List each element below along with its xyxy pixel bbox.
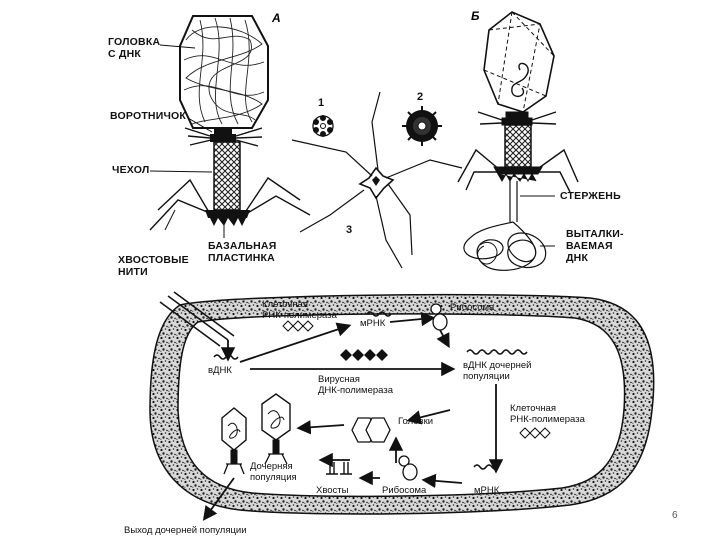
label-viral-dna-pol: Вирусная ДНК-полимераза [318,374,393,396]
view-3-illustration [291,91,463,269]
label-mrna-2: мРНК [474,485,500,496]
label-ejected-dna-line3: ДНК [566,252,589,264]
label-exit: Выход дочерней популяции [124,525,247,536]
label-tail-fibers-line2: НИТИ [118,266,148,278]
view-1-number: 1 [318,97,325,109]
label-vdna-daughter-line1: вДНК дочерней [463,360,532,371]
view-2-illustration [402,106,442,146]
label-viral-dna-pol-line1: Вирусная [318,374,360,385]
label-ejected-dna-line2: ВАЕМАЯ [566,240,613,252]
label-head-dna: ГОЛОВКА С ДНК [108,36,160,60]
label-base-plate: БАЗАЛЬНАЯ ПЛАСТИНКА [208,240,276,264]
label-cell-rna-pol-2-line2: РНК-полимераза [510,414,585,425]
label-daughter-pop: Дочерняя популяция [250,461,297,483]
label-cell-rna-pol-1-line1: Клеточная [262,299,308,310]
daughter-phages [221,393,291,475]
view-1-illustration [312,115,334,137]
label-ejected-dna: ВЫТАЛКИ- ВАЕМАЯ ДНК [566,228,624,264]
label-cell-rna-pol-2: Клеточная РНК-полимераза [510,403,585,425]
label-cell-rna-pol-1: Клеточная РНК-полимераза [262,299,337,321]
label-rod: СТЕРЖЕНЬ [560,190,621,202]
label-head-dna-line2: С ДНК [108,48,141,60]
label-sheath: ЧЕХОЛ [112,164,150,176]
label-ejected-dna-line1: ВЫТАЛКИ- [566,228,624,240]
phage-b-illustration [457,11,579,271]
label-daughter-pop-line1: Дочерняя [250,461,293,472]
label-heads: Головки [398,416,434,427]
label-tail-fibers: ХВОСТОВЫЕ НИТИ [118,254,189,278]
label-head-dna-line1: ГОЛОВКА [108,36,161,48]
view-2-number: 2 [417,91,424,103]
label-tail-fibers-line1: ХВОСТОВЫЕ [118,254,189,266]
label-cell-rna-pol-1-line2: РНК-полимераза [262,310,337,321]
label-base-plate-line2: ПЛАСТИНКА [208,252,275,264]
label-vdna-daughter-line2: популяции [463,371,510,382]
label-ribosome-1: Рибосома [450,302,495,313]
label-tails: Хвосты [316,485,349,496]
phage-a-illustration [149,15,311,231]
page-number: 6 [672,510,678,521]
label-mrna-1: мРНК [360,318,386,329]
label-collar: ВОРОТНИЧОК [110,110,187,122]
label-vdna-daughter: вДНК дочерней популяции [463,360,532,382]
label-vdna: вДНК [208,365,232,376]
tag-a-text: А [271,11,281,25]
label-daughter-pop-line2: популяция [250,472,297,483]
label-ribosome-2: Рибосома [382,485,427,496]
label-cell-rna-pol-2-line1: Клеточная [510,403,556,414]
label-viral-dna-pol-line2: ДНК-полимераза [318,385,393,396]
tag-b-text: Б [471,9,480,23]
label-base-plate-line1: БАЗАЛЬНАЯ [208,240,277,252]
view-3-number: 3 [346,224,353,236]
